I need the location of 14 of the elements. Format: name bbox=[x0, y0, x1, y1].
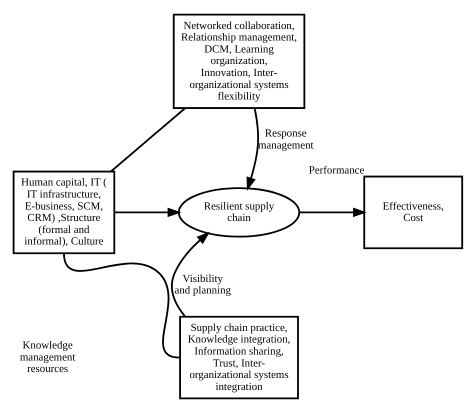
connector bbox=[110, 107, 186, 172]
node-box: Human capital, IT ( IT infrastructure, E-business, SCM, CRM) ,Structure (formal and informal), Culture bbox=[12, 170, 116, 254]
arrow bbox=[171, 231, 210, 316]
node-label: Performance bbox=[308, 164, 364, 176]
arrow bbox=[300, 207, 367, 217]
edge-label: Visibility and planning bbox=[174, 272, 231, 296]
node-box: Supply chain practice, Knowledge integration, Information sharing, Trust, Inter-organizational systems integration bbox=[179, 315, 299, 399]
node-box: Networked collaboration, Relationship management, DCM, Learning organization, Innovation, Inter-organizational systems flexibility bbox=[172, 13, 306, 108]
node-box: Effectiveness, Cost bbox=[363, 175, 464, 249]
arrow bbox=[114, 207, 182, 217]
node-ellipse: Resilient supply chain bbox=[178, 186, 300, 238]
arrow bbox=[246, 108, 260, 190]
label: Knowledge management resources bbox=[20, 339, 76, 375]
connector bbox=[63, 252, 180, 358]
